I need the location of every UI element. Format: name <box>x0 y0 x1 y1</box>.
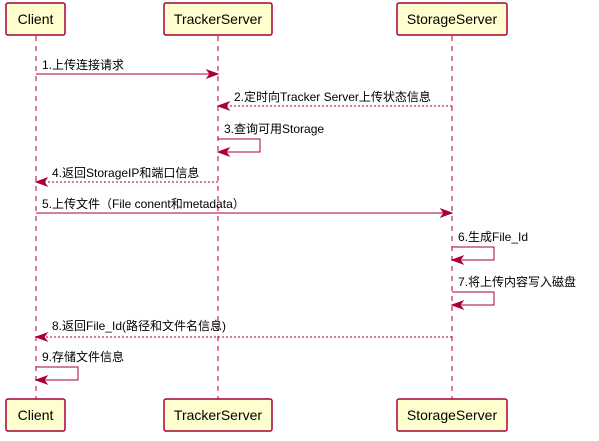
participant-client-label: Client <box>18 407 54 423</box>
participant-client-label: Client <box>18 11 54 27</box>
message-3: 3.查询可用Storage <box>216 122 324 158</box>
message-6: 6.生成File_Id <box>450 230 528 266</box>
participant-storage-top: StorageServer <box>396 2 508 36</box>
message-8: 8.返回File_Id(路径和文件名信息) <box>34 318 452 343</box>
arrow-head-icon <box>34 176 49 188</box>
arrow-head-icon <box>216 100 231 112</box>
message-9: 9.存储文件信息 <box>34 349 124 386</box>
message-6-label: 6.生成File_Id <box>458 230 528 244</box>
message-7: 7.将上传内容写入磁盘 <box>450 274 576 311</box>
message-2-label: 2.定时向Tracker Server上传状态信息 <box>234 89 431 104</box>
arrow-head-icon <box>34 374 49 386</box>
arrow-head-icon <box>216 146 231 158</box>
participant-client-top: Client <box>5 2 66 36</box>
message-5: 5.上传文件（File conent和metadata） <box>36 196 454 219</box>
arrow-head-icon <box>450 299 465 311</box>
message-8-label: 8.返回File_Id(路径和文件名信息) <box>52 318 226 333</box>
participant-tracker-label: TrackerServer <box>174 11 263 27</box>
arrow-head-icon <box>450 254 465 266</box>
participant-storage-bottom: StorageServer <box>396 398 508 432</box>
participant-tracker-bottom: TrackerServer <box>163 398 273 432</box>
message-7-label: 7.将上传内容写入磁盘 <box>458 274 576 289</box>
participant-storage-label: StorageServer <box>407 11 498 27</box>
message-1-label: 1.上传连接请求 <box>42 57 124 72</box>
arrow-head-icon <box>34 331 49 343</box>
message-2: 2.定时向Tracker Server上传状态信息 <box>216 89 452 112</box>
message-4: 4.返回StorageIP和端口信息 <box>34 165 218 188</box>
participant-storage-label: StorageServer <box>407 407 498 423</box>
message-9-label: 9.存储文件信息 <box>42 349 124 364</box>
participant-tracker-top: TrackerServer <box>163 2 273 36</box>
arrow-head-icon <box>439 207 454 219</box>
message-3-label: 3.查询可用Storage <box>224 122 324 136</box>
participant-client-bottom: Client <box>5 398 66 432</box>
message-5-label: 5.上传文件（File conent和metadata） <box>42 196 245 211</box>
arrow-head-icon <box>205 68 220 80</box>
participant-tracker-label: TrackerServer <box>174 407 263 423</box>
message-4-label: 4.返回StorageIP和端口信息 <box>52 165 199 180</box>
message-1: 1.上传连接请求 <box>36 57 220 80</box>
